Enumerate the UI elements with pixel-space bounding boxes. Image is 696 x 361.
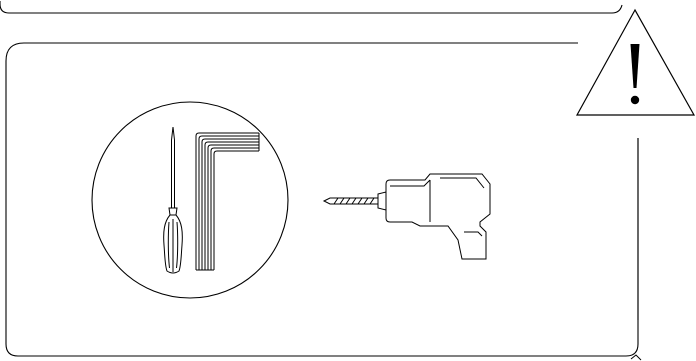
- panel-frame: [6, 43, 638, 356]
- exclamation-dot: [630, 95, 640, 105]
- screwdriver-icon: [164, 127, 183, 273]
- power-drill-icon: [324, 174, 490, 259]
- hand-tools-circle: [91, 101, 289, 299]
- allen-key-icon: [196, 133, 259, 270]
- panel-corner-mark: [631, 355, 641, 360]
- top-frame-edge: [0, 1, 622, 13]
- exclamation-bar: [630, 44, 640, 88]
- warning-triangle-icon: [577, 10, 694, 115]
